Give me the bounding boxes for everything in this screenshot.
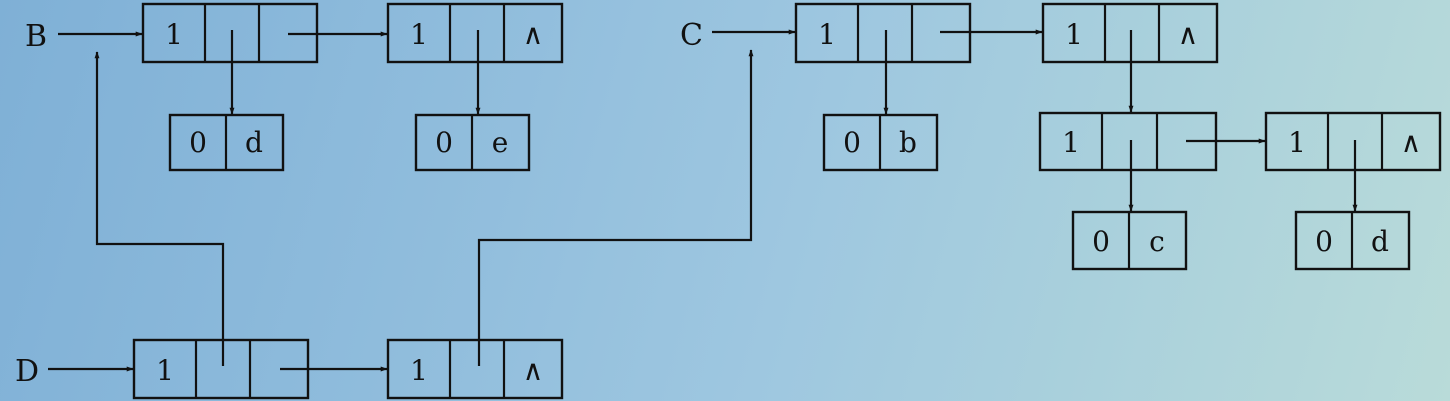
- head-label-c: C: [680, 18, 703, 53]
- node-c4-null: ∧: [1401, 126, 1422, 159]
- arrow-d1-hp-to-b: [94, 51, 225, 366]
- atom-node-b-tag: 0: [843, 126, 861, 159]
- atom-node-e: 0 e: [414, 113, 531, 172]
- atom-node-d-second-tag: 0: [1315, 225, 1333, 258]
- atom-node-e-tag: 0: [435, 126, 453, 159]
- node-d1-tag: 1: [156, 354, 174, 387]
- atom-node-d-second-value: d: [1371, 225, 1389, 258]
- node-d2-null: ∧: [523, 354, 544, 387]
- atom-node-b-value: b: [899, 126, 917, 159]
- head-label-b: B: [25, 19, 47, 54]
- atom-node-d-value: d: [245, 126, 263, 159]
- node-d2-tag: 1: [410, 354, 428, 387]
- node-c1-tag: 1: [818, 18, 836, 51]
- atom-node-d-second: 0 d: [1294, 210, 1411, 271]
- node-c4: 1 ∧: [1264, 111, 1442, 172]
- node-c4-tag: 1: [1288, 126, 1306, 159]
- atom-node-b: 0 b: [822, 113, 939, 172]
- head-label-d: D: [15, 354, 39, 389]
- atom-node-d: 0 d: [168, 113, 285, 172]
- node-c3-tag: 1: [1062, 126, 1080, 159]
- node-b2-tag: 1: [410, 18, 428, 51]
- node-c2-tag: 1: [1065, 18, 1083, 51]
- atom-node-c: 0 c: [1071, 210, 1188, 271]
- node-c2-null: ∧: [1178, 18, 1199, 51]
- atom-node-c-tag: 0: [1092, 225, 1110, 258]
- node-d2: 1 ∧: [386, 338, 564, 400]
- node-b1-tag: 1: [165, 18, 183, 51]
- node-b2-null: ∧: [523, 18, 544, 51]
- atom-node-c-value: c: [1149, 225, 1165, 258]
- atom-node-e-value: e: [492, 126, 509, 159]
- arrow-d2-hp-to-c: [477, 49, 754, 366]
- node-b2: 1 ∧: [386, 2, 564, 64]
- atom-node-d-tag: 0: [189, 126, 207, 159]
